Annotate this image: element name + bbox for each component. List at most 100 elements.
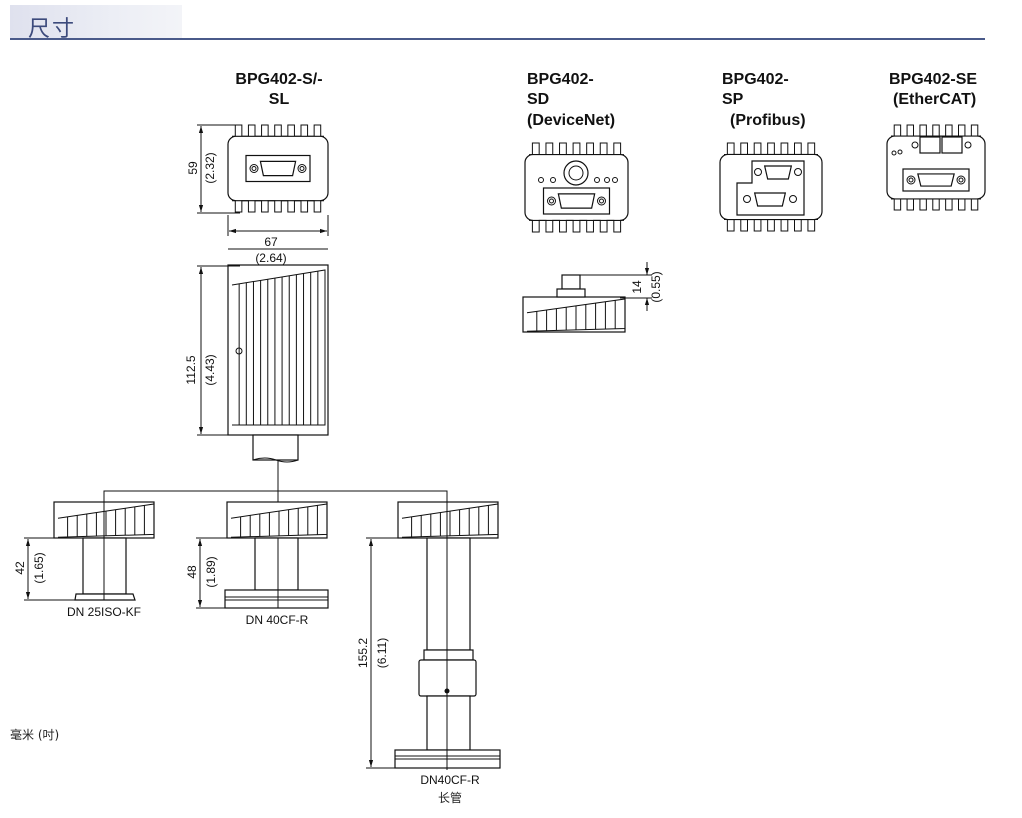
front-view-sd [524, 142, 629, 233]
screw-icon [911, 141, 919, 149]
collar [423, 649, 474, 661]
heat-sink-fins [529, 142, 624, 156]
gauge-body-side [397, 501, 499, 539]
flange-label-long-note: 长管 [438, 790, 462, 805]
screw-icon [956, 175, 966, 185]
screw-icon [789, 195, 797, 203]
gauge-body-side [227, 264, 329, 436]
flange-label-cf: DN 40CF-R [246, 613, 309, 627]
dim-long-in: (6.11) [375, 638, 389, 668]
ethernet-port-icon [941, 136, 963, 154]
flange-label-cf-long: DN40CF-R [420, 773, 480, 787]
dim-length-in: (4.43) [203, 354, 217, 385]
m12-connector-icon [563, 160, 589, 186]
led-icon [550, 177, 556, 183]
fin-outline [231, 269, 326, 426]
screw-icon [299, 166, 305, 171]
led-icon [891, 150, 897, 156]
dim-connector: 14 (0.55) [570, 262, 663, 311]
m12-nut [556, 288, 586, 298]
screw-icon [906, 175, 916, 185]
heat-sink-fins [891, 124, 981, 137]
cf-flange [224, 589, 329, 609]
dim-width: 67 (2.64) [227, 215, 329, 265]
sub-d-connector [917, 173, 955, 187]
dim-connector-mm: 14 [630, 280, 644, 294]
m12-connector-side [561, 274, 581, 290]
dim-cf-mm: 48 [185, 565, 199, 579]
led-icon [612, 177, 618, 183]
screw-icon [549, 198, 554, 204]
led-icon [538, 177, 544, 183]
screw-icon [754, 168, 762, 176]
screw-icon [597, 196, 606, 206]
tube [426, 695, 471, 751]
screw-icon [599, 198, 604, 204]
gauge-body-side [226, 501, 328, 539]
dim-cf-in: (1.89) [204, 556, 218, 587]
front-view-sp [719, 142, 823, 232]
model-subtitle-sd: (DeviceNet) [527, 112, 615, 129]
model-title-sp: BPG402- [722, 71, 789, 88]
led-icon [604, 177, 610, 183]
section-title: 尺寸 [28, 17, 77, 42]
dim-width-in: (2.64) [255, 251, 286, 265]
ethernet-port-icon [919, 136, 941, 154]
m12-connector-icon [568, 165, 584, 181]
dim-length-mm: 112.5 [184, 355, 198, 384]
screw-icon [444, 688, 450, 694]
model-title-s-sl: BPG402-S/- [235, 71, 322, 88]
heat-sink-fins [724, 219, 818, 232]
side-view-sd [522, 274, 626, 333]
screw-icon [297, 164, 307, 173]
dim-kf-in: (1.65) [32, 552, 46, 583]
gauge-stem [252, 434, 299, 461]
kf-flange [74, 593, 136, 601]
model-title-sp-line2: SP [722, 91, 744, 108]
gauge-body-side [522, 296, 626, 333]
screw-icon [251, 166, 257, 171]
model-title-sd-line2: SD [527, 91, 549, 108]
sub-d-connector [763, 165, 793, 180]
side-view-s-sl [103, 264, 448, 770]
dim-kf: 42 (1.65) [13, 537, 75, 601]
dim-kf-mm: 42 [13, 561, 27, 575]
led-icon [594, 177, 600, 183]
screw-icon [249, 164, 259, 173]
connector-plate [245, 154, 311, 183]
dim-height-mm: 59 [186, 161, 200, 175]
heat-sink-fins [724, 142, 818, 155]
front-view-s-sl [227, 124, 329, 213]
model-subtitle-se: (EtherCAT) [893, 91, 976, 108]
heat-sink-fins [232, 124, 324, 137]
screw-icon [908, 177, 914, 183]
screw-icon [964, 141, 972, 149]
dim-width-mm: 67 [264, 235, 278, 249]
dim-long: 155.2 (6.11) [356, 537, 398, 769]
dim-height: 59 (2.32) [186, 124, 240, 214]
led-icon [897, 149, 903, 155]
model-title-sd: BPG402- [527, 71, 594, 88]
model-subtitle-sp: (Profibus) [730, 112, 806, 129]
front-view-se [886, 124, 986, 211]
model-title-s-sl-line2: SL [269, 91, 290, 108]
screw-icon [547, 196, 556, 206]
heat-sink-fins [232, 200, 324, 213]
sub-d-connector [259, 160, 297, 177]
model-title-se: BPG402-SE [889, 71, 977, 88]
tube [426, 537, 471, 651]
heat-sink-fins [891, 198, 981, 211]
cf-long-tube-variant [394, 491, 501, 770]
kf-flange-variant [53, 491, 155, 601]
section-header-band: 尺寸 [10, 5, 182, 42]
flange-label-kf: DN 25ISO-KF [67, 605, 141, 619]
dim-height-in: (2.32) [203, 152, 217, 183]
heat-sink-fins [529, 219, 624, 233]
header-divider [10, 38, 985, 40]
units-note: 毫米 (吋) [10, 727, 59, 742]
cf-flange-variant [224, 501, 329, 609]
tube [254, 537, 299, 591]
screw-icon [794, 168, 802, 176]
sub-d-connector [557, 193, 596, 209]
